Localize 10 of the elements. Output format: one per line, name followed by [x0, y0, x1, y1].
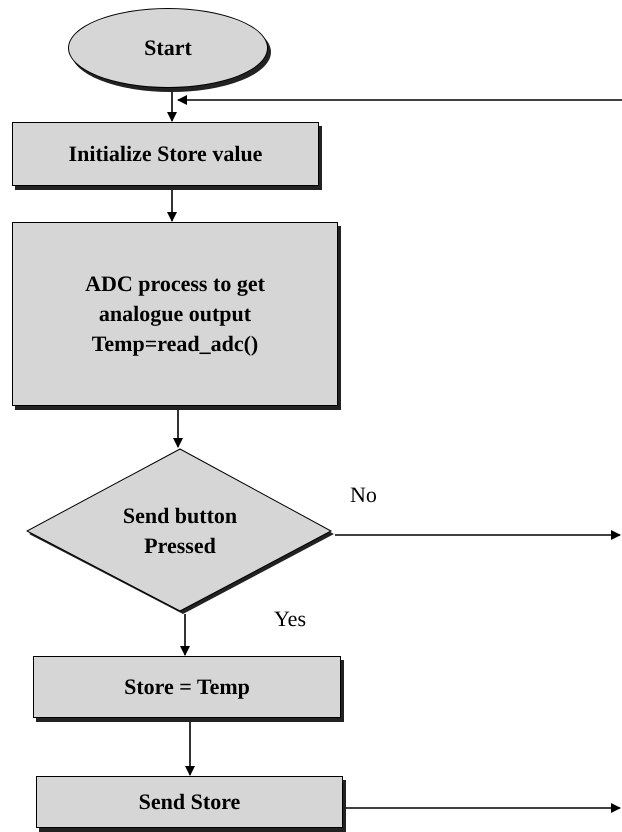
node-text: Start — [143, 34, 193, 62]
node-text: Temp=read_adc() — [90, 330, 260, 358]
node-text: Send Store — [138, 788, 242, 816]
node-text: ADC process to get analogue output — [84, 270, 266, 328]
arrow — [344, 803, 621, 813]
arrow — [335, 530, 621, 540]
arrow — [180, 614, 190, 656]
node-text: Initialize Store value — [68, 140, 264, 168]
node-text: Store = Temp — [123, 673, 251, 702]
decision-text: Send button Pressed — [122, 502, 238, 560]
